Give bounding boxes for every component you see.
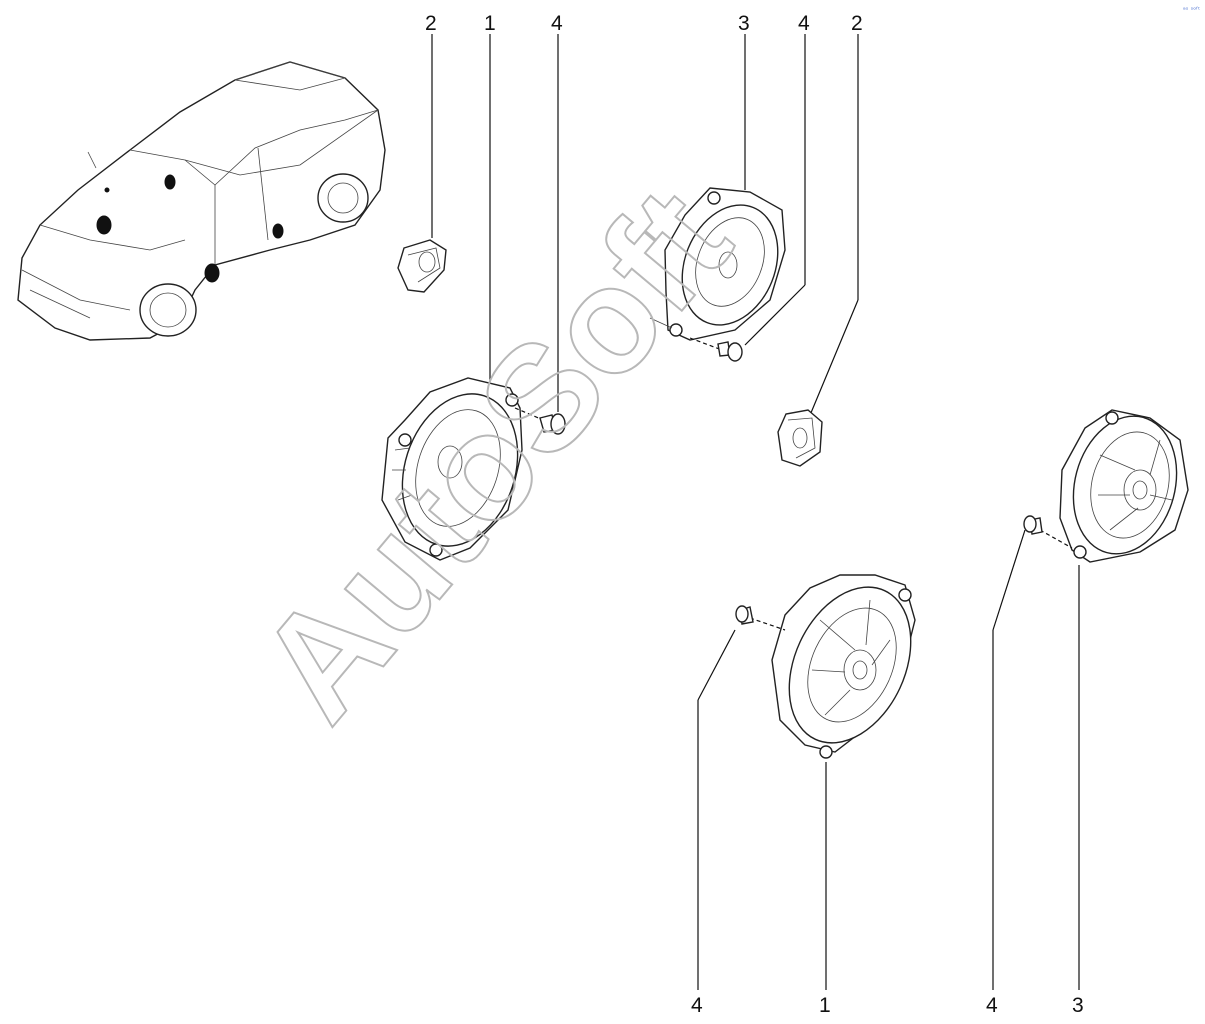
- callout-label-4: 4: [691, 994, 703, 1017]
- speaker-3-top: [649, 187, 786, 341]
- watermark-text: AutoSoft: [226, 158, 762, 751]
- dash-tweeter-marker: [164, 174, 176, 190]
- front-speaker-marker: [96, 215, 112, 235]
- callout-label-3: 3: [1072, 994, 1084, 1017]
- callout-label-1: 1: [484, 12, 496, 35]
- tweeter-2-top: [397, 239, 447, 293]
- corner-mark: ᵃˢ ˢᵒᶠᵗ: [1183, 6, 1200, 14]
- screw-4-bottom: [735, 605, 786, 631]
- car-illustration: [17, 61, 386, 341]
- callout-label-2: 2: [851, 12, 863, 35]
- screw-4-right: [1023, 515, 1073, 549]
- callout-label-4: 4: [798, 12, 810, 35]
- callout-label-3: 3: [738, 12, 750, 35]
- callout-label-2: 2: [425, 12, 437, 35]
- callout-label-4: 4: [986, 994, 998, 1017]
- tweeter-2-right: [777, 409, 823, 467]
- speaker-1-bottom: [771, 574, 916, 759]
- callout-label-4: 4: [551, 12, 563, 35]
- callout-label-1: 1: [819, 994, 831, 1017]
- screw-4-left: [514, 407, 566, 435]
- speaker-3-right: [1059, 409, 1189, 563]
- speaker-1-left: [381, 377, 523, 561]
- screw-4-top: [689, 337, 743, 362]
- rear-speaker-marker: [272, 223, 284, 239]
- door-speaker-marker: [204, 263, 220, 283]
